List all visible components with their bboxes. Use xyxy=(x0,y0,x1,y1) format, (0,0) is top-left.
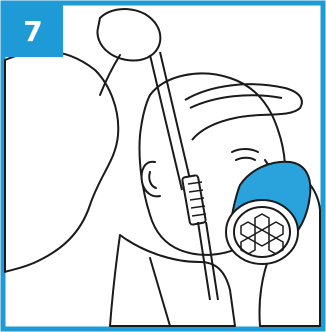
step-badge: 7 xyxy=(3,3,63,57)
step-number: 7 xyxy=(23,15,42,48)
